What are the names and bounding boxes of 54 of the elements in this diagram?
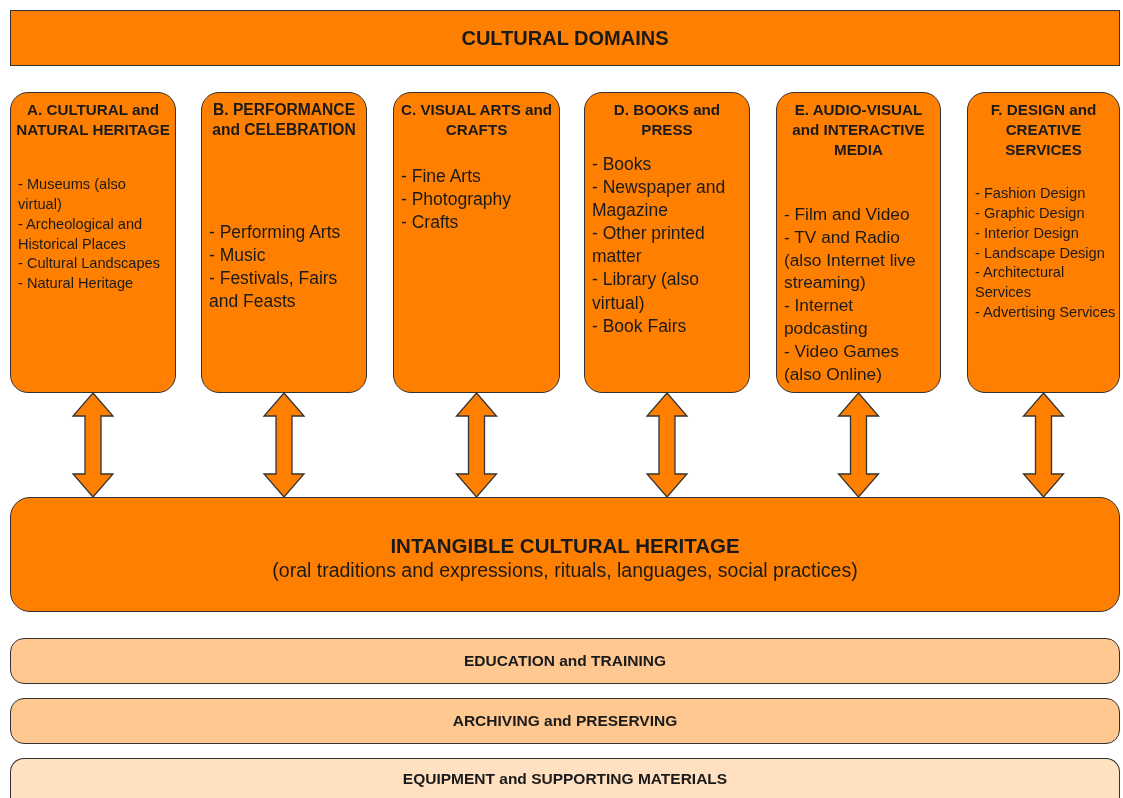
- heritage-box: [10, 497, 1120, 612]
- domain-heading: C. VISUAL ARTS and CRAFTS: [399, 100, 553, 140]
- double-arrow: [262, 392, 306, 498]
- domain-heading: F. DESIGN and CREATIVE SERVICES: [989, 100, 1098, 160]
- double-arrow: [1022, 392, 1065, 498]
- list-item: - Book Fairs: [592, 314, 688, 338]
- activity-band: [10, 698, 1120, 744]
- list-item: - Film and Video: [784, 203, 911, 226]
- domain-box: [776, 92, 941, 393]
- activity-band: [10, 638, 1120, 684]
- list-item: - TV and Radio (also Internet live streaming): [784, 225, 917, 295]
- list-item: - Books: [592, 153, 653, 176]
- list-item: - Landscape Design: [975, 243, 1106, 263]
- list-item: - Natural Heritage: [18, 274, 135, 294]
- domain-heading: B. PERFORMANCE and CELEBRATION: [211, 100, 357, 141]
- domain-box: [584, 92, 750, 393]
- activity-band: [10, 758, 1120, 798]
- double-arrow: [645, 392, 689, 498]
- header-band: [10, 10, 1120, 66]
- heritage-description: (oral traditions and expressions, rituals, languages, social practices): [272, 557, 858, 583]
- heritage-title: INTANGIBLE CULTURAL HERITAGE: [390, 533, 740, 558]
- list-item: - Crafts: [401, 211, 460, 235]
- list-item: - Performing Arts: [209, 221, 342, 244]
- list-item: - Graphic Design: [975, 203, 1086, 223]
- list-item: - Music: [209, 244, 267, 268]
- domain-box: [967, 92, 1120, 393]
- list-item: - Photography: [401, 188, 512, 212]
- list-item: - Newspaper and Magazine: [592, 176, 727, 223]
- band-title: ARCHIVING and PRESERVING: [452, 712, 678, 730]
- band-title: CULTURAL DOMAINS: [461, 26, 669, 50]
- double-arrow: [71, 392, 115, 498]
- list-item: - Archeological and Historical Places: [18, 214, 144, 254]
- band-title: EQUIPMENT and SUPPORTING MATERIALS: [402, 769, 728, 788]
- domain-box: [10, 92, 176, 393]
- list-item: - Internet podcasting: [784, 294, 869, 340]
- list-item: - Other printed matter: [592, 222, 706, 269]
- list-item: - Fine Arts: [401, 165, 482, 188]
- list-item: - Architectural Services: [975, 263, 1066, 303]
- list-item: - Library (also virtual): [592, 268, 700, 315]
- domain-heading: E. AUDIO-VISUAL and INTERACTIVE MEDIA: [791, 100, 926, 160]
- double-arrow: [837, 392, 880, 498]
- domain-box: [393, 92, 560, 393]
- list-item: - Interior Design: [975, 223, 1080, 243]
- domain-heading: A. CULTURAL and NATURAL HERITAGE: [15, 100, 171, 140]
- domain-box: [201, 92, 367, 393]
- list-item: - Fashion Design: [975, 184, 1087, 203]
- domain-heading: D. BOOKS and PRESS: [612, 100, 722, 140]
- band-title: EDUCATION and TRAINING: [463, 652, 667, 670]
- list-item: - Advertising Services: [975, 303, 1116, 323]
- list-item: - Cultural Landscapes: [18, 254, 161, 274]
- list-item: - Festivals, Fairs and Feasts: [209, 267, 339, 314]
- list-item: - Video Games (also Online): [784, 339, 900, 386]
- double-arrow: [455, 392, 498, 498]
- list-item: - Museums (also virtual): [18, 175, 127, 214]
